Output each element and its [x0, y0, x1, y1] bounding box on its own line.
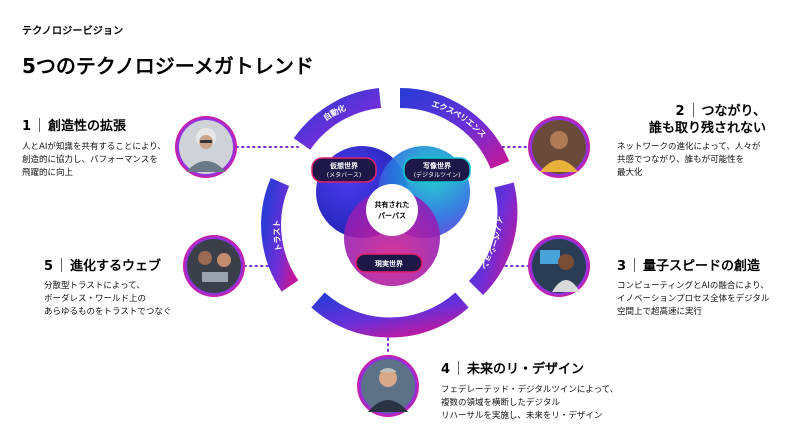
center-line1: 共有された: [375, 200, 410, 209]
pill-real: 現実世界: [355, 253, 423, 273]
svg-text:レジリエンス: レジリエンス: [365, 308, 414, 319]
photo-trend-2: [528, 116, 590, 178]
trend-5-heading: 5 進化するウェブ: [44, 258, 161, 275]
ring-label-resilience: レジリエンス: [365, 308, 414, 319]
trend-1-desc-line: 飛躍的に向上: [22, 168, 74, 178]
trend-2-desc-line: 共感でつながり、誰もが可能性を: [617, 155, 745, 165]
trend-4-desc-line: 複数の領域を横断したデジタル: [441, 398, 560, 408]
trend-2-heading: 2 つながり、 誰も取り残されない: [649, 103, 766, 137]
svg-text:トラスト: トラスト: [272, 220, 283, 253]
trend-3-heading: 3 量子スピードの創造: [617, 258, 760, 275]
trend-4-title: 未来のリ・デザイン: [467, 362, 585, 377]
ring-segment-experience: [399, 87, 510, 170]
trend-2-number: 2: [675, 104, 685, 119]
trend-5-description: 分散型トラストによって、 ボーダレス・ワールド上の あらゆるものをトラストでつな…: [44, 280, 171, 319]
trend-3-title: 量子スピードの創造: [643, 259, 761, 274]
trend-4-desc-line: フェデレーテッド・デジタルツインによって、: [441, 385, 619, 395]
trend-5-desc-line: あらゆるものをトラストでつなぐ: [44, 307, 172, 317]
pill-photoreal-line1: 写像世界: [423, 161, 452, 170]
trend-1-heading: 1 創造性の拡張: [22, 118, 126, 135]
trend-2-description: ネットワークの進化によって、人々が 共感でつながり、誰もが可能性を 最大化: [617, 141, 760, 180]
trend-2-desc-line: ネットワークの進化によって、人々が: [617, 142, 761, 152]
trend-5-divider: [61, 258, 63, 272]
trend-5-title: 進化するウェブ: [70, 259, 162, 274]
photo-trend-4: [357, 355, 419, 417]
ring-segment-automation: [293, 88, 382, 150]
center-line2: パーパス: [378, 211, 406, 220]
trend-3-desc-line: イノベーションプロセス全体をデジタル: [617, 294, 770, 304]
trend-5-desc-line: ボーダレス・ワールド上の: [44, 294, 147, 304]
photo-trend-3: [528, 235, 590, 297]
kicker-text: テクノロジービジョン: [22, 26, 124, 37]
trend-4-divider: [458, 361, 460, 375]
pill-photoreal: 写像世界 (デジタルツイン): [403, 157, 471, 183]
pill-virtual: 仮想世界 (メタバース): [311, 157, 377, 183]
trend-1-title: 創造性の拡張: [48, 119, 127, 134]
trend-3-divider: [634, 258, 636, 272]
trend-3-desc-line: 空間上で超高速に実行: [617, 307, 703, 317]
pill-real-line1: 現実世界: [375, 259, 404, 268]
ring-segment-trust: [261, 178, 299, 292]
trend-1-desc-line: 人とAIが知識を共有することにより、: [22, 142, 166, 152]
trend-4-desc-line: リハーサルを実施し、未来をリ・デザイン: [441, 411, 603, 421]
trend-1-number: 1: [22, 119, 32, 134]
trend-1-divider: [39, 118, 41, 132]
trend-5-desc-line: 分散型トラストによって、: [44, 281, 145, 291]
trend-3-description: コンピューティングとAIの融合により、 イノベーションプロセス全体をデジタル 空…: [617, 280, 769, 319]
trend-2-divider: [692, 103, 694, 117]
trend-2-title: つながり、: [701, 104, 766, 119]
ring-segment-resilience: [311, 292, 469, 338]
trend-3-desc-line: コンピューティングとAIの融合により、: [617, 281, 769, 291]
pill-virtual-line1: 仮想世界: [329, 161, 359, 170]
photo-trend-5: [183, 235, 245, 297]
pill-virtual-line2: (メタバース): [327, 171, 361, 179]
trend-4-heading: 4 未来のリ・デザイン: [441, 361, 584, 378]
trend-4-description: フェデレーテッド・デジタルツインによって、 複数の領域を横断したデジタル リハー…: [441, 384, 618, 423]
trend-3-number: 3: [617, 259, 627, 274]
trend-5-number: 5: [44, 259, 54, 274]
pill-photoreal-line2: (デジタルツイン): [414, 171, 461, 179]
trend-1-description: 人とAIが知識を共有することにより、 創造的に協力し、パフォーマンスを 飛躍的に…: [22, 141, 166, 180]
photo-trend-1: [175, 116, 237, 178]
trend-1-desc-line: 創造的に協力し、パフォーマンスを: [22, 155, 158, 165]
ring-segment-innovation: [468, 182, 518, 296]
venn-center: [366, 184, 418, 236]
page-title: 5つのテクノロジーメガトレンド: [22, 54, 314, 78]
trend-4-number: 4: [441, 362, 451, 377]
trend-2-title-line2: 誰も取り残されない: [648, 121, 766, 136]
ring-label-trust: トラスト: [272, 220, 283, 253]
trend-2-desc-line: 最大化: [617, 168, 643, 178]
